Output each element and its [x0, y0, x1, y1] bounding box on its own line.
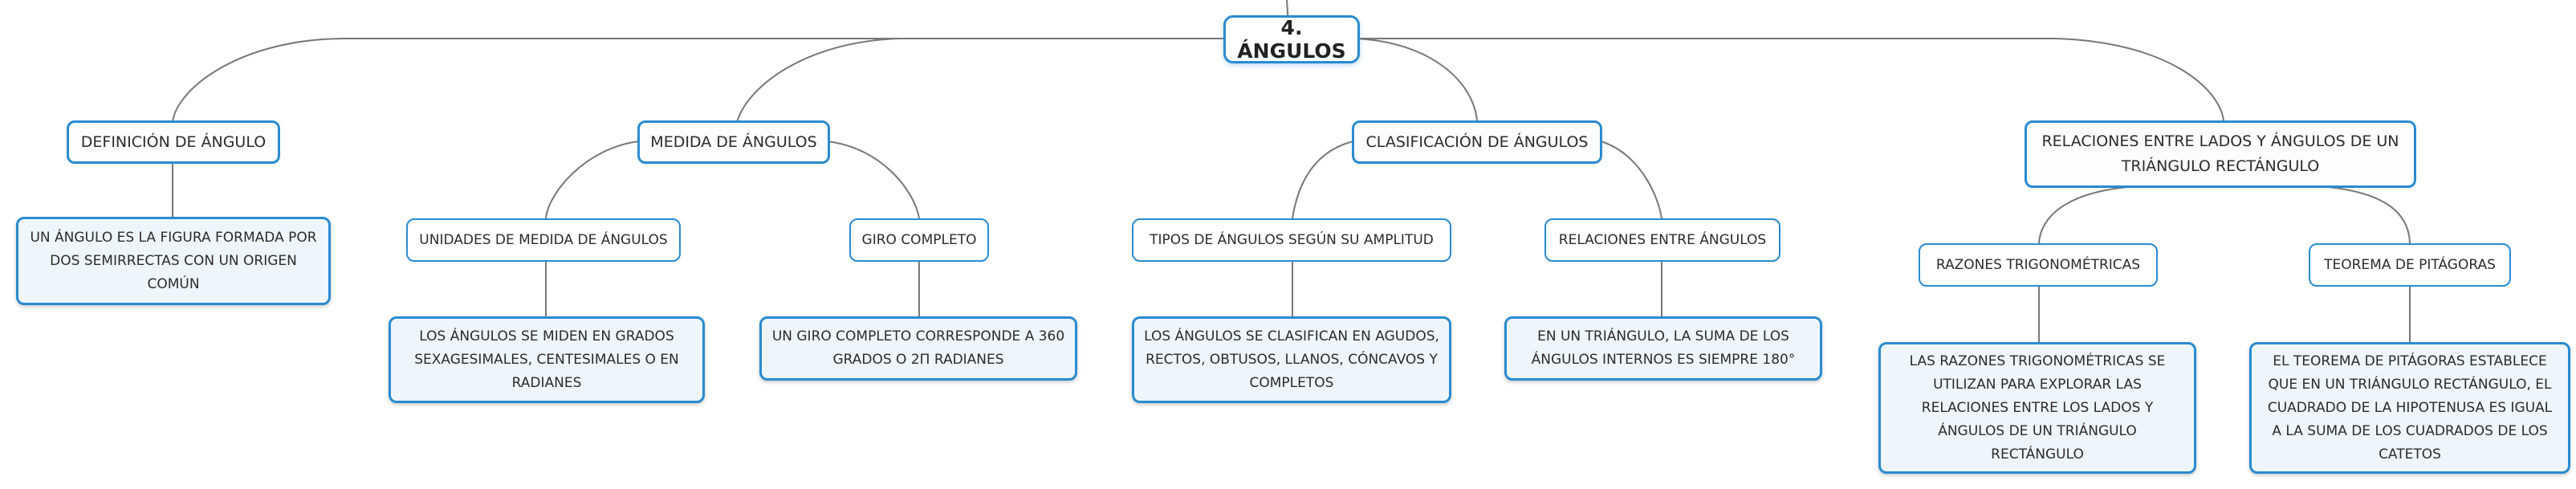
leaf-text: LOS ÁNGULOS SE MIDEN EN GRADOS SEXAGESIM… — [414, 328, 679, 391]
subtopic-label: UNIDADES DE MEDIDA DE ÁNGULOS — [419, 232, 668, 248]
subtopic-unidades-medida[interactable]: UNIDADES DE MEDIDA DE ÁNGULOS — [406, 218, 681, 262]
subtopic-relaciones-angulos[interactable]: RELACIONES ENTRE ÁNGULOS — [1544, 218, 1780, 262]
connector-relaciones-razones — [2038, 186, 2128, 246]
topic-label: CLASIFICACIÓN DE ÁNGULOS — [1365, 133, 1589, 151]
connector-root-definicion — [172, 38, 1223, 123]
root-node-label: 4. ÁNGULOS — [1237, 16, 1346, 63]
topic-label: MEDIDA DE ÁNGULOS — [650, 133, 817, 151]
subtopic-label: TEOREMA DE PITÁGORAS — [2324, 257, 2496, 273]
topic-medida-angulos[interactable]: MEDIDA DE ÁNGULOS — [637, 120, 830, 164]
leaf-text: EN UN TRIÁNGULO, LA SUMA DE LOS ÁNGULOS … — [1531, 328, 1796, 368]
connector-medida-unidades — [545, 141, 640, 219]
connector-root-medida — [736, 38, 1223, 123]
subtopic-razones-trigonometricas[interactable]: RAZONES TRIGONOMÉTRICAS — [1919, 243, 2158, 287]
connector-medida-giro — [826, 141, 920, 219]
leaf-definicion-angulo[interactable]: UN ÁNGULO ES LA FIGURA FORMADA POR DOS S… — [16, 217, 331, 305]
root-node-angulos[interactable]: 4. ÁNGULOS — [1223, 15, 1360, 63]
leaf-relaciones-angulos[interactable]: EN UN TRIÁNGULO, LA SUMA DE LOS ÁNGULOS … — [1504, 316, 1822, 381]
leaf-text: EL TEOREMA DE PITÁGORAS ESTABLECE QUE EN… — [2267, 352, 2553, 463]
subtopic-teorema-pitagoras[interactable]: TEOREMA DE PITÁGORAS — [2309, 243, 2511, 287]
topic-label: RELACIONES ENTRE LADOS Y ÁNGULOS DE UN T… — [2041, 132, 2399, 175]
leaf-tipos-amplitud[interactable]: LOS ÁNGULOS SE CLASIFICAN EN AGUDOS, REC… — [1132, 316, 1451, 403]
leaf-text: UN GIRO COMPLETO CORRESPONDE A 360 GRADO… — [771, 328, 1065, 368]
leaf-text: LAS RAZONES TRIGONOMÉTRICAS SE UTILIZAN … — [1909, 352, 2166, 463]
subtopic-tipos-amplitud[interactable]: TIPOS DE ÁNGULOS SEGÚN SU AMPLITUD — [1132, 218, 1451, 262]
leaf-unidades-medida[interactable]: LOS ÁNGULOS SE MIDEN EN GRADOS SEXAGESIM… — [389, 316, 705, 403]
leaf-text: UN ÁNGULO ES LA FIGURA FORMADA POR DOS S… — [30, 229, 317, 292]
subtopic-label: GIRO COMPLETO — [861, 232, 977, 248]
leaf-razones-trigonometricas[interactable]: LAS RAZONES TRIGONOMÉTRICAS SE UTILIZAN … — [1878, 342, 2196, 474]
connector-clasif-tipos — [1292, 141, 1354, 219]
topic-relaciones-lados-angulos[interactable]: RELACIONES ENTRE LADOS Y ÁNGULOS DE UN T… — [2025, 120, 2416, 188]
subtopic-giro-completo[interactable]: GIRO COMPLETO — [849, 218, 989, 262]
subtopic-label: RELACIONES ENTRE ÁNGULOS — [1558, 232, 1767, 248]
connector-root-relaciones — [1355, 38, 2224, 121]
leaf-text: LOS ÁNGULOS SE CLASIFICAN EN AGUDOS, REC… — [1144, 328, 1439, 391]
connector-relaciones-pitagoras — [2327, 186, 2411, 246]
subtopic-label: RAZONES TRIGONOMÉTRICAS — [1935, 257, 2141, 273]
subtopic-label: TIPOS DE ÁNGULOS SEGÚN SU AMPLITUD — [1150, 232, 1434, 248]
leaf-giro-completo[interactable]: UN GIRO COMPLETO CORRESPONDE A 360 GRADO… — [759, 316, 1077, 381]
topic-definicion-angulo[interactable]: DEFINICIÓN DE ÁNGULO — [67, 120, 280, 164]
connector-root-clasificacion — [1354, 38, 1478, 121]
topic-label: DEFINICIÓN DE ÁNGULO — [80, 133, 267, 151]
leaf-teorema-pitagoras[interactable]: EL TEOREMA DE PITÁGORAS ESTABLECE QUE EN… — [2249, 342, 2570, 474]
topic-clasificacion-angulos[interactable]: CLASIFICACIÓN DE ÁNGULOS — [1352, 120, 1602, 164]
connector-clasif-relaciones — [1600, 141, 1662, 219]
